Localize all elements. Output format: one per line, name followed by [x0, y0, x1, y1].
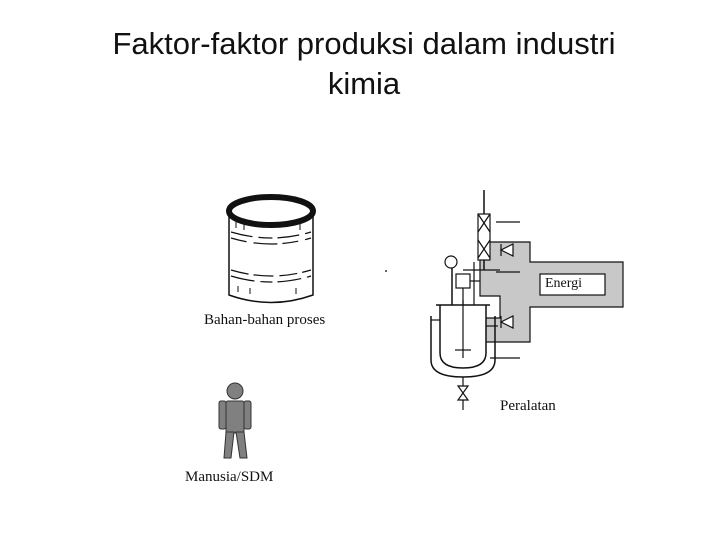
title-line-1: Faktor-faktor produksi dalam industri [112, 26, 616, 61]
barrel-icon [226, 194, 316, 304]
equipment-diagram [430, 190, 624, 410]
equipment-label: Peralatan [500, 398, 556, 414]
stray-dot [385, 270, 387, 272]
energy-label: Energi [545, 276, 583, 291]
person-icon [218, 382, 252, 459]
title-line-2: kimia [327, 66, 401, 101]
slide-title: Faktor-faktor produksi dalam industri ki… [40, 24, 688, 104]
materials-label: Bahan-bahan proses [204, 312, 326, 328]
human-label: Manusia/SDM [185, 469, 274, 485]
